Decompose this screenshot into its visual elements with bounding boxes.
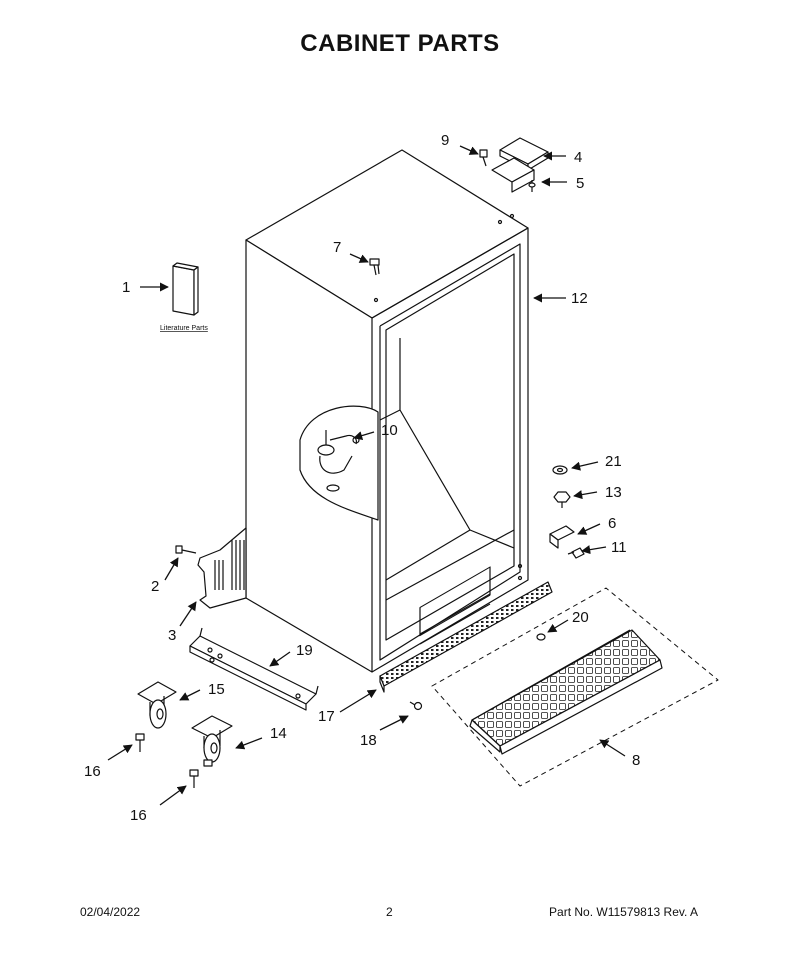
callout-15: 15 xyxy=(208,681,225,698)
callout-13: 13 xyxy=(605,484,622,501)
callout-11: 11 xyxy=(611,539,627,556)
footer-date: 02/04/2022 xyxy=(80,905,141,919)
hinge-screw xyxy=(479,149,488,167)
grille-screw xyxy=(409,701,423,711)
callout-12: 12 xyxy=(571,290,588,307)
bracket-screw xyxy=(567,547,585,559)
callout-7: 7 xyxy=(333,239,341,256)
callout-6: 6 xyxy=(608,515,616,532)
callout-1: 1 xyxy=(122,279,130,296)
washer xyxy=(552,465,568,475)
page-title: CABINET PARTS xyxy=(300,30,500,57)
callout-3: 3 xyxy=(168,627,176,644)
compressor-cover xyxy=(197,527,247,609)
callout-19: 19 xyxy=(296,642,313,659)
leveling-leg xyxy=(553,491,571,508)
callout-10: 10 xyxy=(381,422,398,439)
caster-front xyxy=(191,715,233,767)
literature-parts-label: Literature Parts xyxy=(160,325,208,332)
rear-screw xyxy=(175,545,197,554)
caster-screw-front xyxy=(189,769,199,788)
top-hinge xyxy=(491,157,536,193)
callout-arrows xyxy=(107,145,626,806)
callout-16: 16 xyxy=(130,807,147,824)
bottom-basket-group xyxy=(431,587,719,787)
footer-page-number: 2 xyxy=(386,905,393,919)
caster-screw-rear xyxy=(135,733,145,752)
callout-18: 18 xyxy=(360,732,377,749)
caster-rear xyxy=(137,681,177,729)
toe-grille xyxy=(379,581,553,693)
callout-5: 5 xyxy=(576,175,584,192)
footer-part-number: Part No. W11579813 Rev. A xyxy=(549,905,698,919)
callout-4: 4 xyxy=(574,149,582,166)
callout-14: 14 xyxy=(270,725,287,742)
rail-bracket xyxy=(189,627,319,711)
literature-booklet xyxy=(172,262,199,316)
callout-labels: 1 2 3 4 5 6 7 8 9 10 11 12 13 14 15 16 1… xyxy=(84,132,640,824)
callout-21: 21 xyxy=(605,453,622,470)
callout-16: 16 xyxy=(84,763,101,780)
basket-screw xyxy=(536,633,546,641)
callout-20: 20 xyxy=(572,609,589,626)
callout-2: 2 xyxy=(151,578,159,595)
top-screw xyxy=(369,258,380,276)
cabinet-body xyxy=(245,149,529,673)
callout-9: 9 xyxy=(441,132,449,149)
callout-17: 17 xyxy=(318,708,335,725)
callout-8: 8 xyxy=(632,752,640,769)
hinge-bracket xyxy=(549,525,575,549)
